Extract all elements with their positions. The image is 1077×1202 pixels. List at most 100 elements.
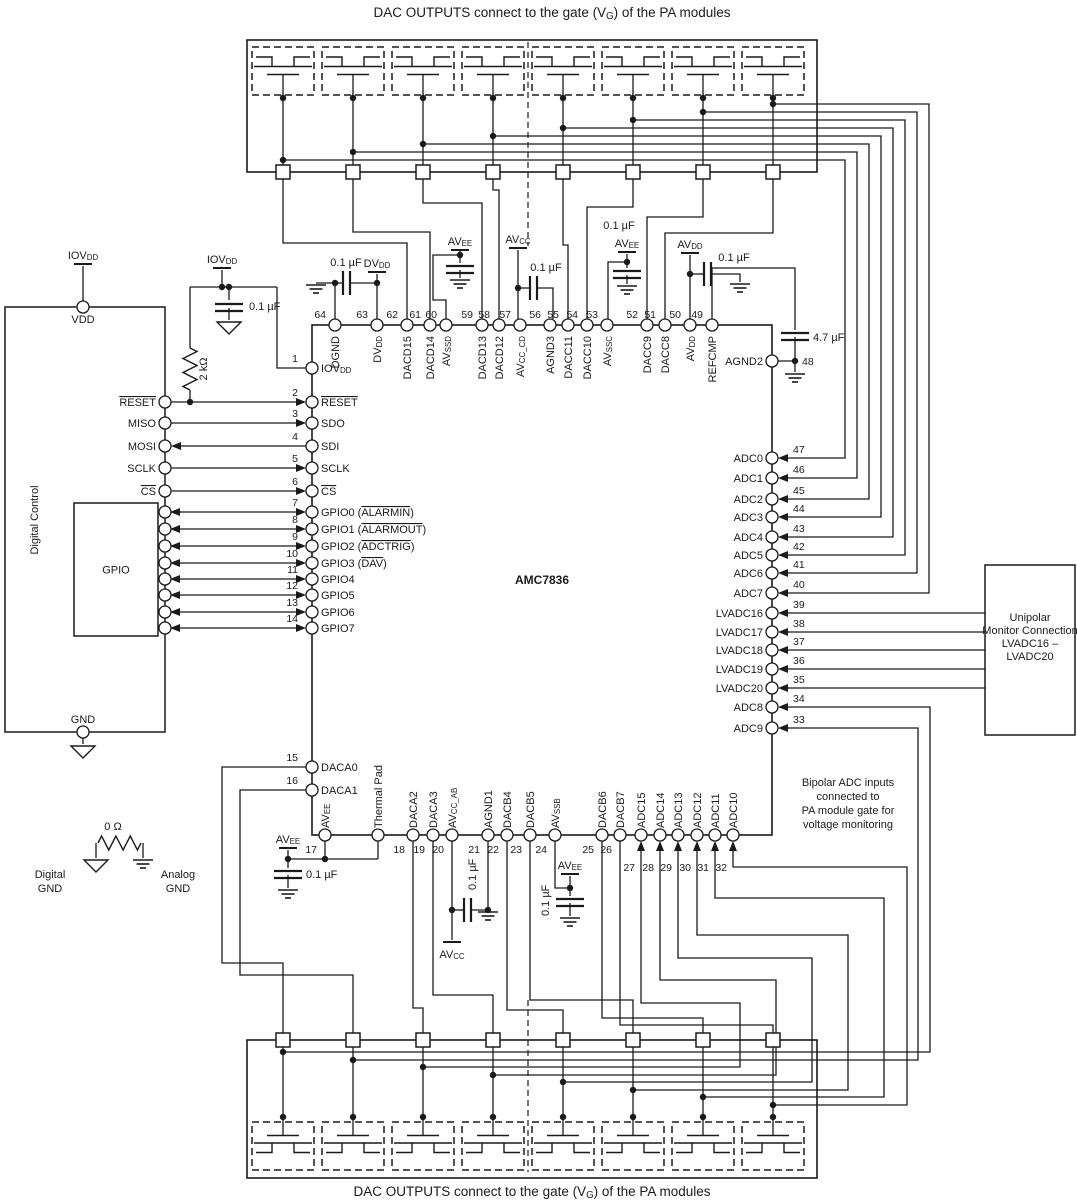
pin-5 — [305, 461, 319, 475]
pin-label: LVADC19 — [716, 664, 763, 676]
junction-dot — [559, 124, 567, 132]
unipolar-monitor-box — [984, 564, 1076, 736]
junction-dot — [623, 258, 631, 266]
wire — [432, 254, 460, 319]
supply-label: AVEE — [448, 236, 472, 248]
pin-41 — [765, 566, 779, 580]
resistor — [97, 834, 142, 852]
pin-9 — [305, 539, 319, 553]
junction-dot — [559, 1078, 567, 1086]
pin-number: 3 — [292, 408, 298, 420]
pin-8 — [305, 522, 319, 536]
wire — [607, 261, 627, 319]
pin-number: 23 — [510, 844, 522, 856]
pin-30 — [690, 828, 704, 842]
wire — [283, 159, 846, 459]
transistor-source-lead — [326, 1143, 343, 1154]
arrowhead — [778, 646, 788, 654]
bipolar-note-text: PA module gate for — [802, 805, 895, 817]
pin-label: DACB7 — [615, 791, 627, 828]
junction-dot — [566, 884, 574, 892]
junction-dot — [769, 100, 777, 108]
transistor-drain-lead — [363, 1143, 380, 1154]
pin-46 — [765, 471, 779, 485]
bus-connector-square — [345, 1032, 361, 1048]
bus-connector-square — [625, 164, 641, 180]
pin-label: AVSSB — [550, 798, 562, 828]
pin-label: AVCC_AB — [447, 788, 459, 828]
wire — [732, 851, 908, 1106]
arrowhead — [778, 684, 788, 692]
arrowhead — [170, 559, 180, 567]
junction-dot — [489, 1113, 497, 1121]
pin-label: ADC6 — [734, 568, 763, 580]
gpio-terminal-circle — [158, 539, 172, 553]
pin-13 — [305, 605, 319, 619]
wire — [712, 267, 796, 330]
pin-label: GPIO1 (ALARMOUT) — [321, 524, 426, 536]
wire — [506, 841, 564, 1033]
wire — [493, 135, 882, 518]
wire — [276, 287, 306, 369]
bipolar-note-text: connected to — [817, 791, 880, 803]
supply-label: AVCC — [505, 234, 531, 246]
pin-number: 43 — [793, 523, 805, 535]
triangle-ground — [69, 745, 97, 759]
ground-label: Digital — [35, 869, 66, 881]
junction-dot — [419, 140, 427, 148]
transistor-drain-lead — [293, 56, 310, 67]
pin-23 — [523, 828, 537, 842]
pin-34 — [765, 700, 779, 714]
vdd-terminal-circle — [76, 300, 90, 314]
pin-number: 29 — [660, 862, 672, 874]
arrowhead — [778, 495, 788, 503]
transistor-drain-lead — [363, 56, 380, 67]
pin-thermal-pad — [371, 828, 385, 842]
junction-dot — [186, 398, 194, 406]
pin-label: Thermal Pad — [373, 765, 385, 828]
arrowhead — [296, 608, 306, 616]
pin-number: 34 — [793, 693, 805, 705]
capacitor-value: 0.1 µF — [306, 869, 338, 881]
bus-connector-square — [625, 1032, 641, 1048]
junction-dot — [419, 1063, 427, 1071]
wire — [492, 179, 500, 319]
triangle-ground — [82, 859, 110, 873]
pin-number: 56 — [529, 309, 541, 321]
pin-19 — [426, 828, 440, 842]
ground-label: Analog — [161, 869, 195, 881]
pin-16 — [305, 783, 319, 797]
vdd-label: VDD — [71, 314, 94, 326]
bus-connector-square — [345, 164, 361, 180]
terminal-label: CS — [141, 486, 156, 498]
wire — [619, 841, 774, 1033]
wire — [283, 706, 931, 1053]
arrowhead — [296, 525, 306, 533]
capacitor-value: 0.1 µF — [249, 301, 281, 313]
junction-dot — [489, 94, 497, 102]
wire — [703, 851, 885, 1098]
pin-label: AGND1 — [483, 790, 495, 828]
pin-number: 32 — [715, 862, 727, 874]
pin-40 — [765, 586, 779, 600]
pin-number: 10 — [286, 548, 298, 560]
pin-number: 47 — [793, 444, 805, 456]
arrowhead — [296, 575, 306, 583]
junction-dot — [349, 94, 357, 102]
arrowhead — [296, 508, 306, 516]
bus-connector-square — [765, 1032, 781, 1048]
ground-label: GND — [166, 883, 191, 895]
pin-label: DACD12 — [494, 336, 506, 379]
pin-47 — [765, 451, 779, 465]
wire — [221, 766, 306, 1033]
arrowhead — [170, 575, 180, 583]
terminal-label: SCLK — [127, 463, 156, 475]
arrowhead — [296, 419, 306, 427]
gpio-terminal-circle — [158, 505, 172, 519]
junction-dot — [629, 1086, 637, 1094]
pin-33 — [765, 721, 779, 735]
supply-label: AVEE — [615, 238, 639, 250]
pin-number: 46 — [793, 464, 805, 476]
pin-number: 19 — [413, 844, 425, 856]
pin-number: 39 — [793, 599, 805, 611]
